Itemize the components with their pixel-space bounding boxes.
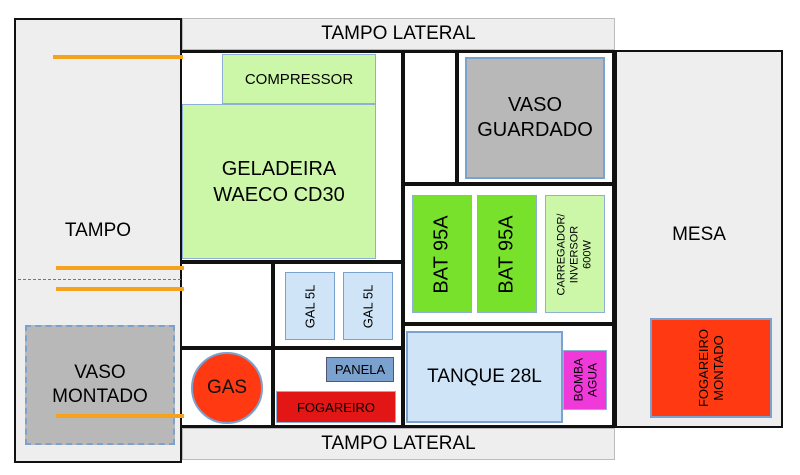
battery-1-label: BAT 95A <box>430 214 453 294</box>
battery-1: BAT 95A <box>412 195 472 313</box>
geladeira: GELADEIRA WAECO CD30 <box>182 104 376 259</box>
carregador-inversor: CARREGADOR/ INVERSOR 600W <box>545 195 605 313</box>
tampo-lateral-top: TAMPO LATERAL <box>182 18 615 50</box>
compartment-frame <box>182 50 615 428</box>
bomba-label: BOMBA AGUA <box>571 358 599 402</box>
galao-1-label: GAL 5L <box>302 284 318 328</box>
hinge-line-mid2 <box>56 287 184 291</box>
battery-2-label: BAT 95A <box>495 214 518 294</box>
divider-h-left-1 <box>182 260 403 264</box>
fogareiro-montado-label: FOGAREIRO MONTADO <box>696 329 726 408</box>
tampo-lateral-top-label: TAMPO LATERAL <box>321 23 476 44</box>
compressor: COMPRESSOR <box>222 54 376 104</box>
hinge-line-bottom <box>56 414 184 418</box>
panela: PANELA <box>326 357 394 382</box>
tampo-lateral-bottom: TAMPO LATERAL <box>182 428 615 460</box>
divider-v-right <box>455 50 459 184</box>
bomba-agua: BOMBA AGUA <box>563 350 607 410</box>
hinge-line-mid1 <box>56 266 184 270</box>
compressor-label: COMPRESSOR <box>244 70 354 88</box>
fogareiro-montado: FOGAREIRO MONTADO <box>650 318 772 418</box>
geladeira-label: GELADEIRA WAECO CD30 <box>213 157 345 206</box>
vaso-montado-label: VASO MONTADO <box>52 362 148 407</box>
galao-1: GAL 5L <box>285 272 335 340</box>
divider-h-left-2 <box>182 346 403 350</box>
galao-2: GAL 5L <box>343 272 393 340</box>
divider-v-center <box>401 50 405 428</box>
carregador-label: CARREGADOR/ INVERSOR 600W <box>555 213 594 295</box>
vaso-guardado-label: VASO GUARDADO <box>477 94 593 141</box>
panela-label: PANELA <box>334 362 386 377</box>
vaso-guardado: VASO GUARDADO <box>465 57 605 179</box>
tampo-divider-line <box>18 279 181 280</box>
divider-h-right-2 <box>401 322 615 326</box>
divider-v-left-lower <box>271 260 275 428</box>
tampo-lateral-bottom-label: TAMPO LATERAL <box>321 433 476 454</box>
tanque: TANQUE 28L <box>406 331 563 423</box>
fogareiro-label: FOGAREIRO <box>296 399 375 415</box>
fogareiro: FOGAREIRO <box>276 391 396 423</box>
divider-h-right-1 <box>401 182 615 186</box>
vaso-montado: VASO MONTADO <box>25 325 175 445</box>
galao-2-label: GAL 5L <box>360 284 376 328</box>
mesa-label: MESA <box>672 224 726 245</box>
hinge-line-top <box>53 55 183 59</box>
gas-cylinder: GAS <box>191 352 263 424</box>
battery-2: BAT 95A <box>477 195 537 313</box>
tampo-label: TAMPO <box>64 219 132 241</box>
tanque-label: TANQUE 28L <box>427 366 542 387</box>
gas-label: GAS <box>206 377 248 398</box>
